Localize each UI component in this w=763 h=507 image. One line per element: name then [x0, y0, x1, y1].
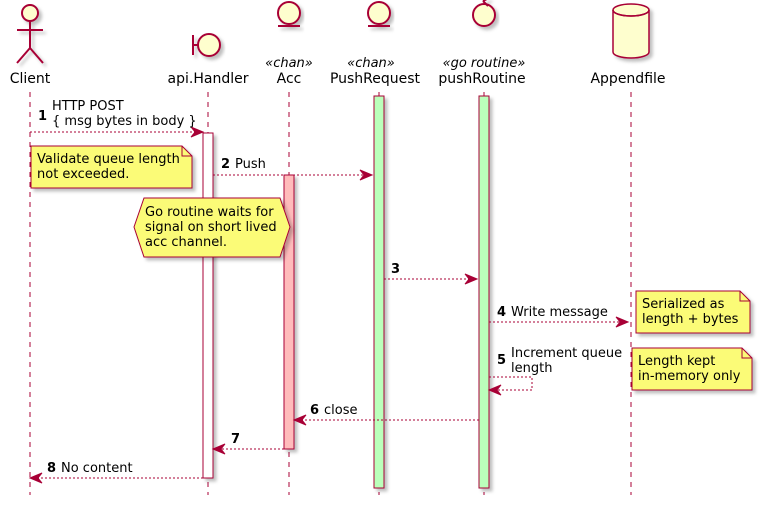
message-label-line: Increment queue: [511, 346, 622, 361]
message-arrow-line: [489, 376, 533, 391]
note-line: Serialized as: [642, 297, 725, 312]
message-number: 4: [497, 305, 506, 320]
message-2: 2 Push: [213, 157, 374, 181]
note-line: acc channel.: [145, 235, 227, 250]
boundary-icon: [192, 33, 221, 57]
message-number: 6: [310, 403, 319, 418]
message-label-line: length: [511, 361, 552, 376]
participant-acc: «chan» Acc: [265, 1, 313, 87]
note-line: Go routine waits for: [145, 205, 274, 220]
message-7: 7: [211, 432, 284, 455]
participant-label: Client: [10, 71, 51, 87]
note-line: in-memory only: [638, 369, 741, 384]
entity-icon: [277, 1, 301, 27]
participant-pushrequest: «chan» PushRequest: [330, 1, 421, 87]
activation-pushrequest: [373, 95, 385, 489]
participant-stereotype: «chan»: [265, 56, 313, 71]
arrowhead: [292, 414, 307, 426]
participant-label: Acc: [277, 71, 302, 87]
entity-icon: [367, 1, 391, 27]
message-1: 1 HTTP POST { msg bytes in body }: [30, 99, 205, 138]
message-label-line: HTTP POST: [52, 99, 124, 114]
activation-handler: [202, 132, 214, 479]
message-label-line: Push: [235, 157, 266, 172]
message-number: 2: [221, 157, 230, 172]
note-inmemory: Length kept in-memory only: [631, 347, 753, 391]
message-number: 8: [47, 461, 56, 476]
note-shape: [635, 290, 751, 334]
participant-label: PushRequest: [330, 71, 421, 87]
participant-api-handler: api.Handler: [168, 33, 249, 87]
note-line: signal on short lived: [145, 220, 277, 235]
message-number: 7: [231, 432, 240, 447]
note-shape: [30, 145, 193, 189]
note-serialized: Serialized as length + bytes: [635, 290, 751, 334]
note-line: Validate queue length: [37, 152, 180, 167]
participant-stereotype: «chan»: [347, 56, 395, 71]
message-5: 5 Increment queue length: [487, 346, 622, 396]
note-wait: Go routine waits for signal on short liv…: [133, 197, 291, 258]
message-label-line: Write message: [511, 305, 608, 320]
message-label-line: { msg bytes in body }: [52, 114, 197, 129]
participant-label: pushRoutine: [438, 71, 525, 87]
arrowhead: [190, 126, 205, 138]
message-6: 6 close: [292, 403, 479, 426]
message-3: 3: [384, 262, 479, 285]
participant-stereotype: «go routine»: [443, 56, 526, 71]
note-line: not exceeded.: [37, 167, 129, 182]
arrowhead: [211, 443, 226, 455]
message-number: 1: [38, 109, 47, 124]
activations: [202, 95, 490, 489]
arrowhead: [487, 384, 502, 396]
note-line: Length kept: [638, 354, 715, 369]
message-label-line: close: [324, 403, 357, 418]
note-shape: [133, 197, 291, 258]
participant-appendfile: Appendfile: [590, 3, 666, 87]
participant-label: Appendfile: [590, 71, 665, 87]
participant-pushroutine: «go routine» pushRoutine: [438, 0, 526, 87]
arrowhead: [464, 273, 479, 285]
note-line: length + bytes: [642, 312, 739, 327]
message-number: 5: [497, 353, 506, 368]
note-shape: [631, 347, 753, 391]
database-icon: [612, 3, 650, 59]
actor-icon: [16, 4, 44, 64]
arrowhead: [359, 169, 374, 181]
note-validate: Validate queue length not exceeded.: [30, 145, 193, 189]
arrowhead: [615, 316, 630, 328]
message-8: 8 No content: [28, 461, 203, 484]
message-label-line: No content: [61, 461, 133, 476]
participant-client: Client: [10, 4, 51, 87]
message-4: 4 Write message: [489, 305, 630, 328]
arrowhead: [28, 472, 43, 484]
message-number: 3: [391, 262, 400, 277]
activation-pushroutine: [478, 95, 490, 489]
participant-label: api.Handler: [168, 71, 249, 87]
control-icon: [472, 0, 496, 27]
